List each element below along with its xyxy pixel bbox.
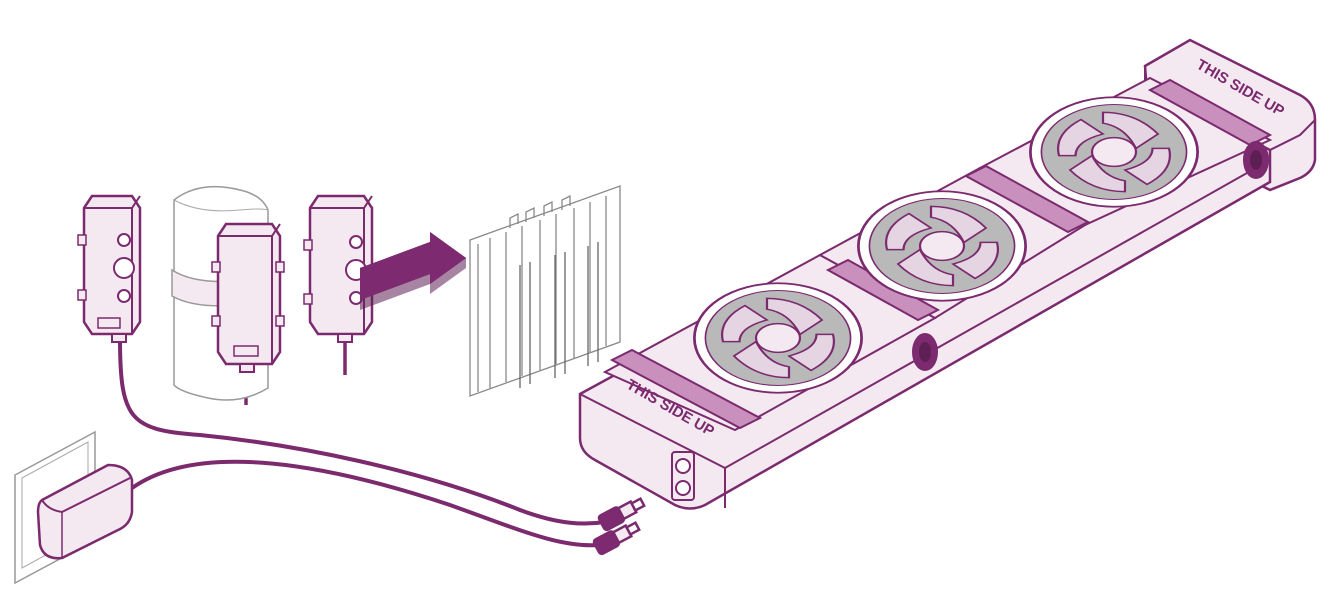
power-adapter-icon bbox=[36, 463, 134, 560]
install-arrow-icon bbox=[360, 232, 466, 310]
mount-bracket-icon bbox=[211, 222, 285, 373]
barrel-plug-icon bbox=[592, 496, 646, 556]
fan-icon bbox=[1029, 96, 1199, 208]
radiator-icon bbox=[469, 185, 621, 397]
fan-icon bbox=[693, 282, 863, 394]
fan-icon bbox=[857, 190, 1027, 302]
fan-unit: THIS SIDE UP THIS SIDE UP bbox=[578, 38, 1317, 510]
dc-input-jacks bbox=[671, 451, 695, 501]
connector-port bbox=[912, 333, 938, 371]
mount-bracket-icon bbox=[303, 194, 374, 343]
mount-bracket-icon bbox=[77, 194, 142, 343]
connector-port bbox=[1243, 141, 1269, 179]
pipe-mount-example bbox=[171, 185, 285, 401]
